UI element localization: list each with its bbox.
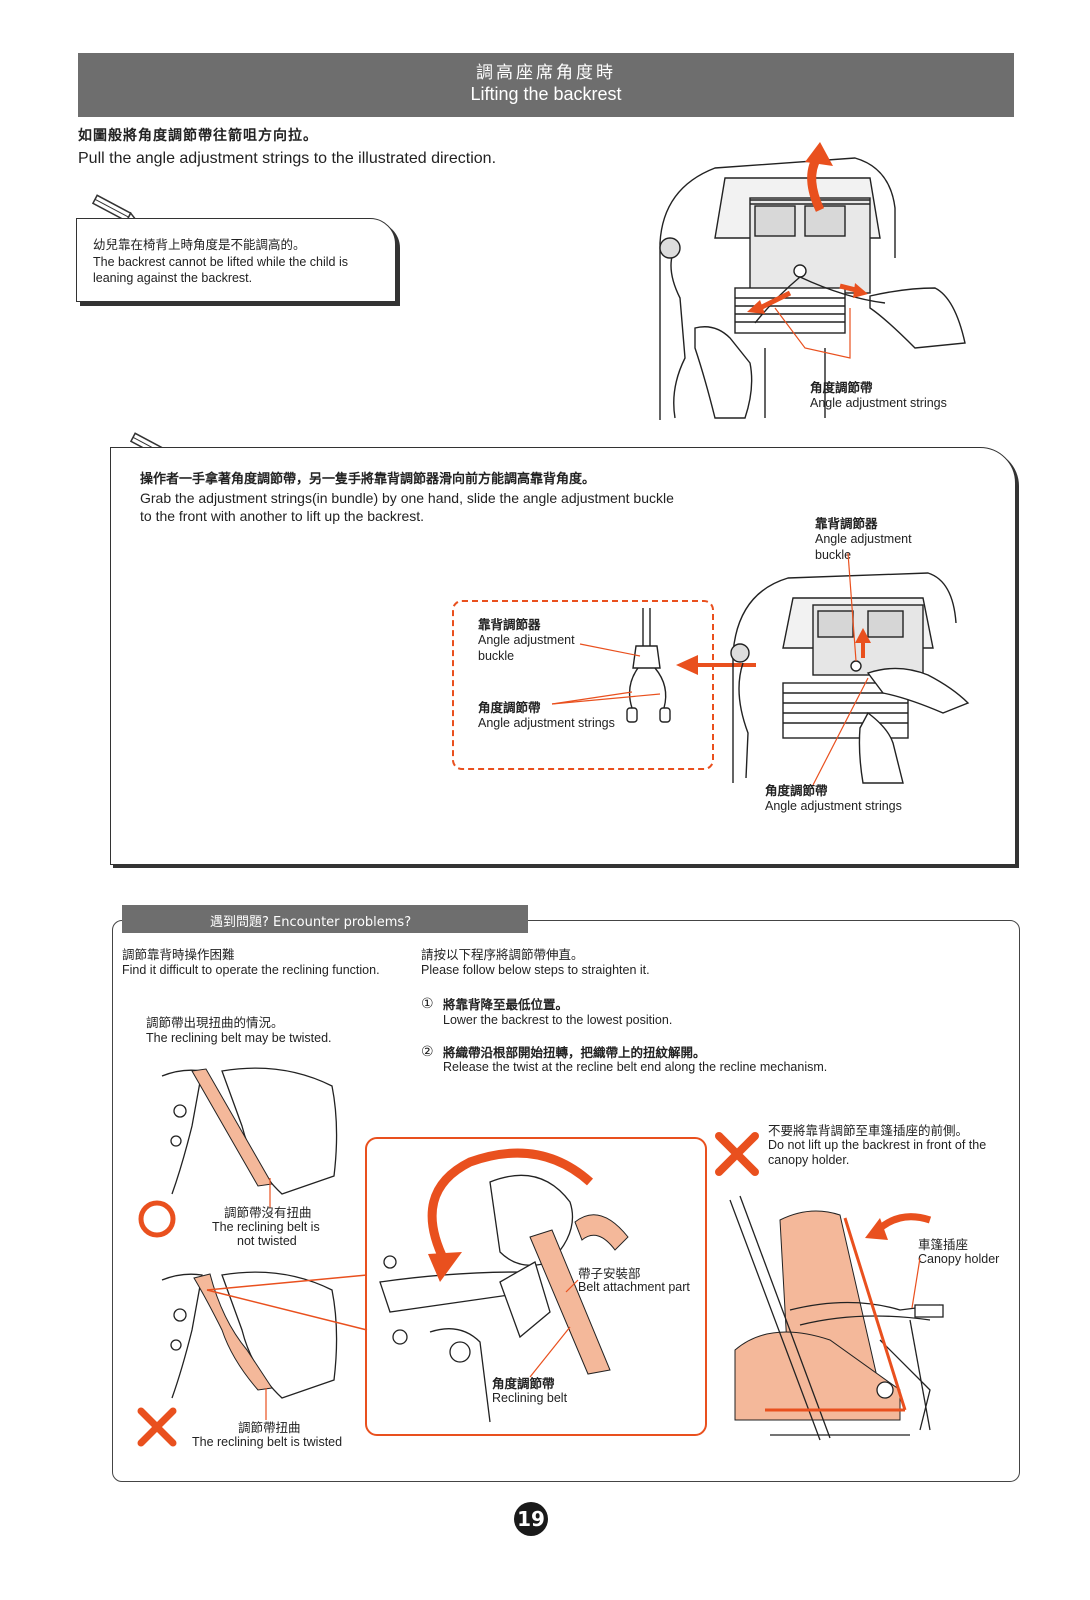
buckle-detail-inset: [452, 600, 714, 770]
note-zh: 幼兒靠在椅背上時角度是不能調高的。: [93, 237, 306, 252]
panel-zh: 操作者一手拿著角度調節帶，另一隻手將靠背調節器滑向前方能調高靠背角度。: [140, 472, 596, 487]
intro-zh: 如圖般將角度調節帶往箭咀方向拉。: [78, 128, 318, 144]
warn-zh: 不要將靠背調節至車篷插座的前側。: [768, 1123, 969, 1138]
belt-detail-box: [365, 1137, 707, 1436]
issue-zh: 調節靠背時操作困難: [122, 947, 235, 962]
follow-zh: 請按以下程序將調節帶伸直。: [421, 947, 584, 962]
intro-en: Pull the angle adjustment strings to the…: [78, 150, 497, 167]
belt-en: Reclining belt: [492, 1391, 568, 1405]
panel-strings-en: Angle adjustment strings: [765, 799, 902, 813]
note-box: 幼兒靠在椅背上時角度是不能調高的。 The backrest cannot be…: [76, 218, 396, 302]
wrong-cross-icon: [137, 1407, 177, 1447]
canopy-holder-illustration: [729, 1195, 944, 1441]
fig1-label-en: Angle adjustment strings: [810, 396, 947, 410]
buckle-label-en-2: buckle: [815, 548, 852, 562]
bad-en: The reclining belt is twisted: [192, 1435, 343, 1449]
step-2-zh: 將織帶沿根部開始扭轉，把織帶上的扭紋解開。: [443, 1045, 706, 1060]
problems-section: [112, 920, 1020, 1482]
page-header: 調高座席角度時 Lifting the backrest: [78, 53, 1014, 117]
inset-strings-zh: 角度調節帶: [478, 700, 541, 715]
belt-not-twisted-illustration: [161, 1067, 338, 1208]
bad-zh: 調節帶扭曲: [238, 1420, 301, 1435]
step-1-zh: 將靠背降至最低位置。: [443, 997, 569, 1012]
step-1-en: Lower the backrest to the lowest positio…: [443, 1013, 673, 1027]
panel-en-1: Grab the adjustment strings(in bundle) b…: [140, 490, 674, 506]
belt-twisted-illustration: [161, 1271, 368, 1420]
attach-zh: 帶子安裝部: [578, 1266, 641, 1281]
buckle-label-en-1: Angle adjustment: [815, 532, 912, 546]
twist-zh: 調節帶出現扭曲的情況。: [146, 1015, 284, 1030]
step-1-num: ①: [421, 996, 434, 1012]
panel-strings-zh: 角度調節帶: [765, 783, 828, 798]
belt-release-illustration: [379, 1148, 629, 1423]
follow-en: Please follow below steps to straighten …: [421, 963, 650, 977]
inset-buckle-zh: 靠背調節器: [478, 617, 541, 632]
inset-buckle-en-2: buckle: [478, 649, 515, 663]
buckle-slide-illustration: [730, 552, 970, 786]
step-2-num: ②: [421, 1044, 434, 1060]
buckle-label-zh: 靠背調節器: [815, 516, 878, 531]
problems-tab: 遇到問題? Encounter problems?: [122, 905, 528, 933]
correct-circle-icon: [138, 1200, 176, 1238]
inset-buckle-en-1: Angle adjustment: [478, 633, 575, 647]
issue-en: Find it difficult to operate the reclini…: [122, 963, 380, 977]
belt-zh: 角度調節帶: [492, 1376, 555, 1391]
problems-tab-label: 遇到問題? Encounter problems?: [210, 915, 412, 930]
fig1-label-zh: 角度調節帶: [810, 380, 873, 395]
panel-en-2: to the front with another to lift up the…: [140, 508, 425, 524]
wrong-cross-icon: [715, 1132, 759, 1176]
inset-strings-en: Angle adjustment strings: [478, 716, 615, 730]
page-number: 19: [514, 1502, 548, 1536]
twist-en: The reclining belt may be twisted.: [146, 1031, 332, 1045]
warn-en-1: Do not lift up the backrest in front of …: [768, 1138, 987, 1152]
ok-en-1: The reclining belt is: [212, 1220, 320, 1234]
slide-arrow-icon: [676, 655, 756, 675]
note-en-2: leaning against the backrest.: [93, 271, 253, 285]
canopy-en: Canopy holder: [918, 1252, 1000, 1266]
step-2-en: Release the twist at the recline belt en…: [443, 1060, 828, 1074]
attach-en: Belt attachment part: [578, 1280, 690, 1294]
note-en-1: The backrest cannot be lifted while the …: [93, 255, 348, 269]
warn-en-2: canopy holder.: [768, 1153, 850, 1167]
ok-zh: 調節帶沒有扭曲: [224, 1205, 312, 1220]
buckle-detail-icon: [551, 608, 671, 723]
ok-en-2: not twisted: [237, 1234, 297, 1248]
canopy-zh: 車篷插座: [918, 1237, 969, 1252]
backrest-pull-illustration: [659, 142, 966, 420]
header-title-zh: 調高座席角度時: [476, 63, 616, 83]
header-title-en: Lifting the backrest: [470, 84, 622, 104]
